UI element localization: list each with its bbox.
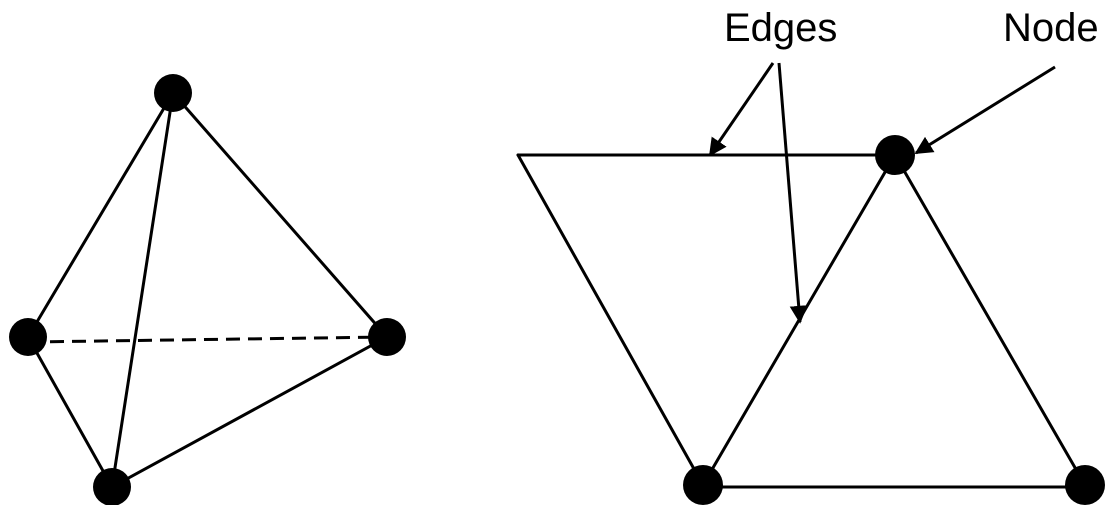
edges-label: Edges	[724, 6, 837, 50]
node-label: Node	[1003, 6, 1099, 50]
tetrahedron-edge	[171, 91, 389, 339]
mesh-node	[683, 465, 723, 505]
tetrahedron-edge	[110, 335, 389, 489]
tetrahedron-edge	[110, 91, 175, 489]
tetrahedron-node	[368, 318, 406, 356]
tetrahedron-edge	[26, 335, 114, 489]
tetrahedron-hidden-edge	[27, 335, 388, 344]
annotations: Edges Node	[708, 6, 1099, 324]
tetrahedron-figure	[9, 74, 406, 505]
node-arrow	[914, 65, 1056, 155]
tetrahedron-node	[93, 468, 131, 505]
tetrahedron-edge	[26, 91, 175, 339]
mesh-figure	[516, 135, 1105, 505]
mesh-edge	[893, 153, 1087, 487]
mesh-node	[875, 135, 915, 175]
mesh-edge	[516, 153, 705, 487]
tetrahedron-node	[154, 74, 192, 112]
edges-arrow	[708, 62, 775, 157]
tetrahedron-node	[9, 318, 47, 356]
edges-arrow	[777, 62, 808, 324]
mesh-node	[1065, 465, 1105, 505]
